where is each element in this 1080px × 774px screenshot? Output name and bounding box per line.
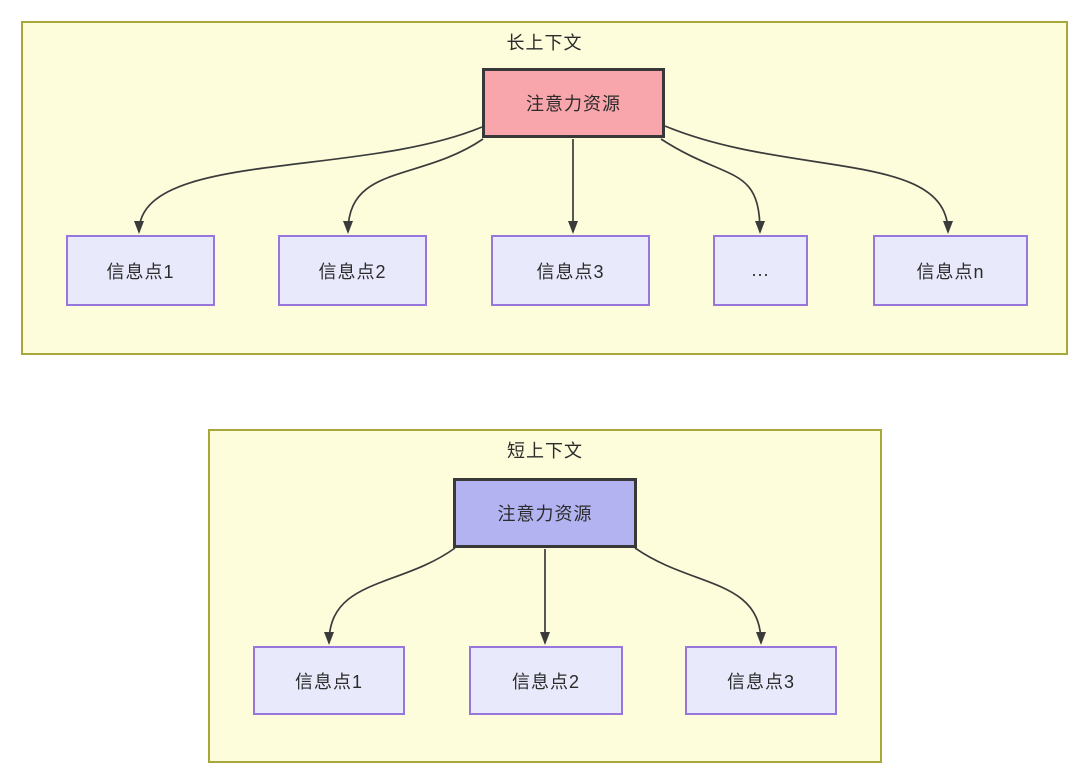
long-info-node-2: 信息点2 [278, 235, 427, 306]
long-info-node-1: 信息点1 [66, 235, 215, 306]
short-info-label-2: 信息点2 [511, 671, 580, 692]
long-info-label-1: 信息点1 [106, 261, 175, 282]
long-info-label-ellipsis: ... [751, 260, 770, 280]
long-info-label-2: 信息点2 [318, 261, 387, 282]
short-info-node-1: 信息点1 [253, 646, 405, 715]
long-info-label-3: 信息点3 [536, 261, 605, 282]
short-attention-node: 注意力资源 [453, 478, 637, 548]
short-context-title: 短上下文 [507, 441, 583, 461]
short-attention-label: 注意力资源 [497, 504, 593, 524]
short-info-node-3: 信息点3 [685, 646, 837, 715]
long-attention-node: 注意力资源 [482, 68, 665, 138]
short-info-label-1: 信息点1 [294, 671, 363, 692]
long-attention-label: 注意力资源 [526, 94, 621, 114]
long-context-title: 长上下文 [506, 33, 583, 53]
long-info-label-n: 信息点n [916, 261, 985, 282]
short-info-label-3: 信息点3 [726, 671, 795, 692]
long-info-node-ellipsis: ... [713, 235, 808, 306]
long-info-node-3: 信息点3 [491, 235, 650, 306]
short-info-node-2: 信息点2 [469, 646, 623, 715]
long-info-node-n: 信息点n [873, 235, 1028, 306]
